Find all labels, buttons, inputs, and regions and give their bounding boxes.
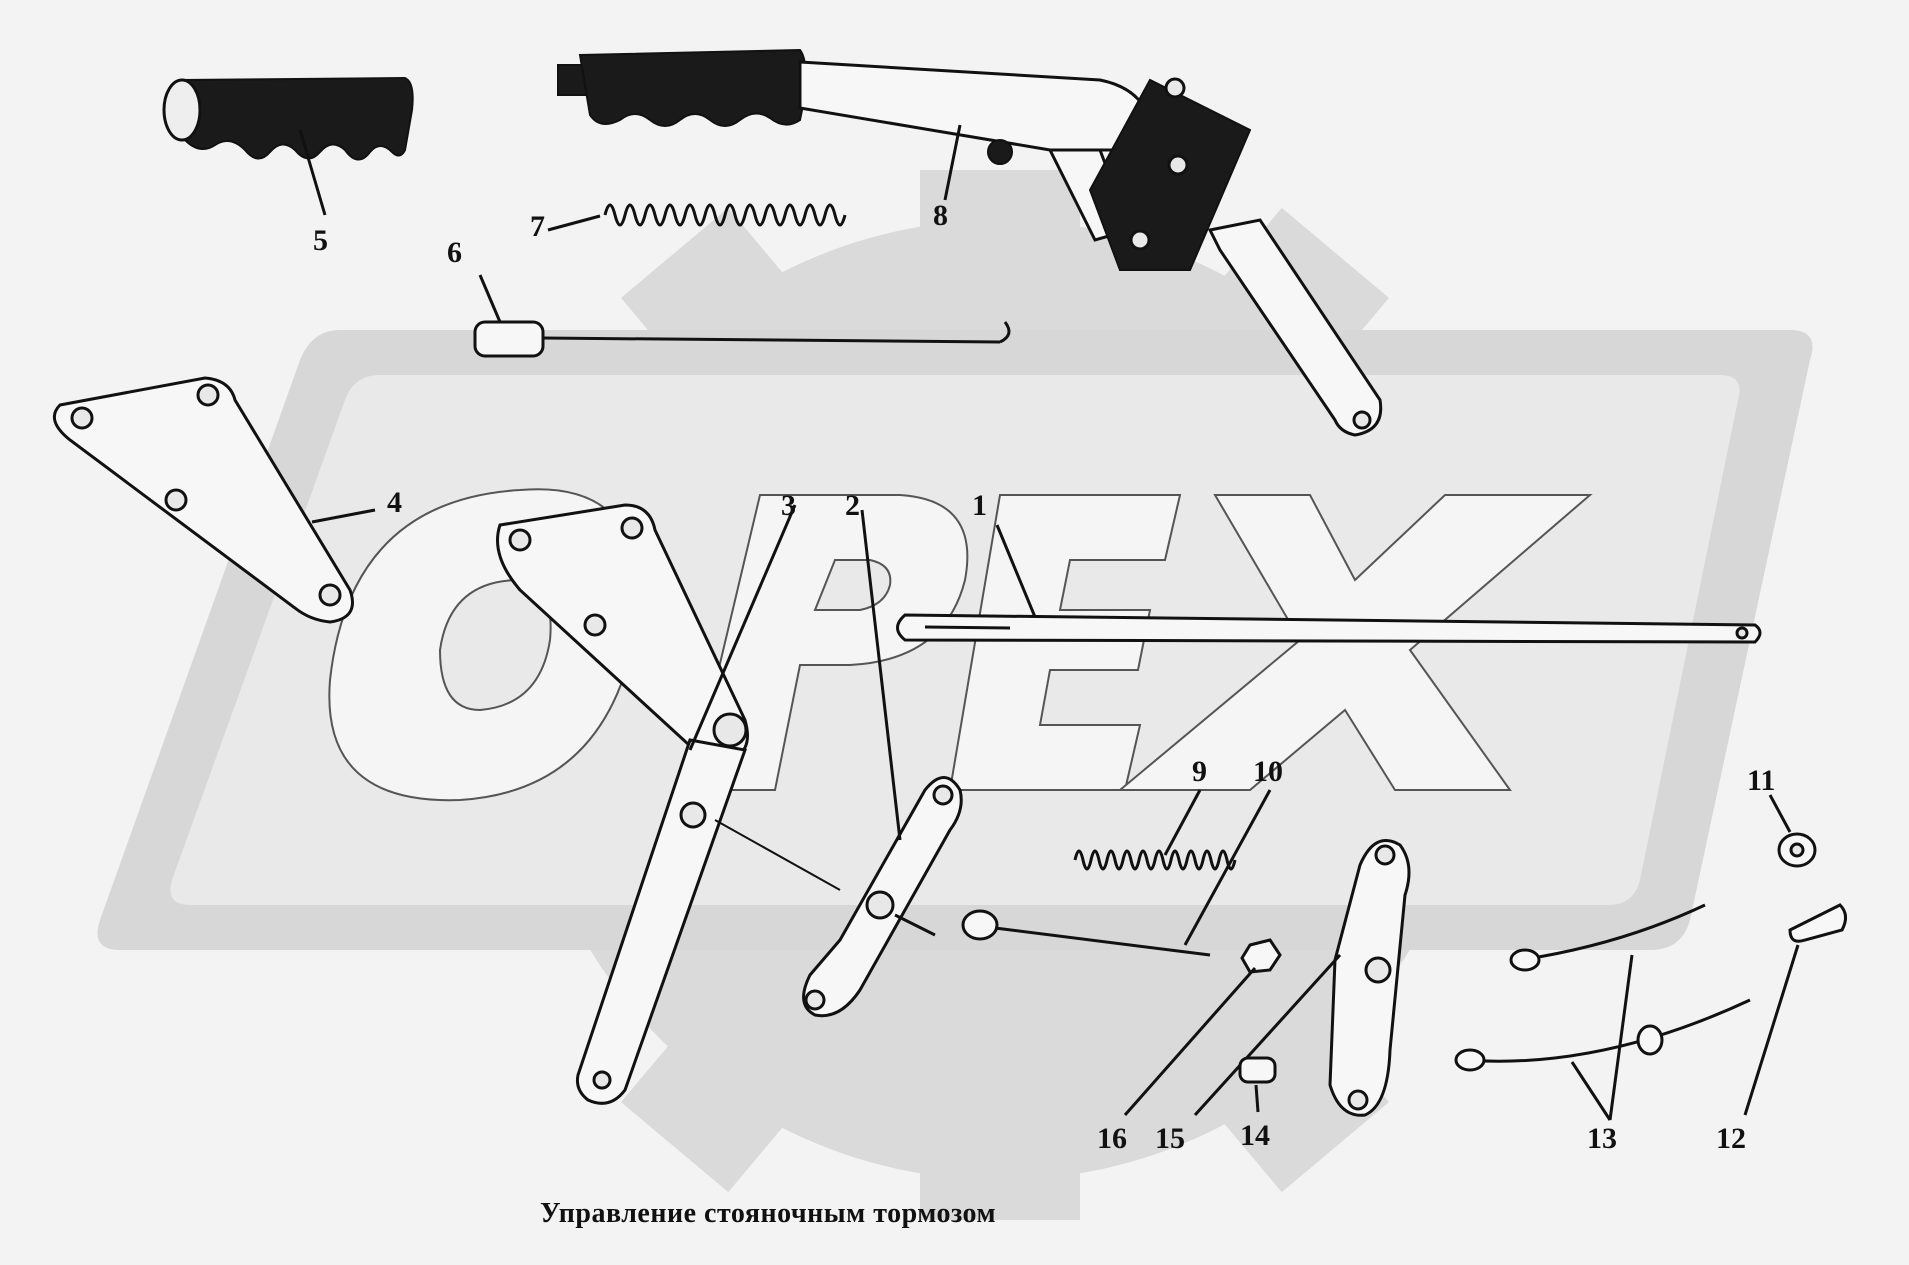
part-2-intermediate-lever [714,509,963,1018]
callout-10: 10 [1253,755,1283,788]
part-13-cables [1454,903,1751,1121]
callout-6: 6 [447,236,462,269]
callout-8: 8 [933,199,948,232]
callout-14: 14 [1240,1119,1270,1152]
part-12-clip [1743,903,1847,1116]
callout-7: 7 [530,210,545,243]
callout-11: 11 [1747,764,1775,797]
callout-9: 9 [1192,755,1207,788]
callout-16: 16 [1097,1122,1127,1155]
callout-13: 13 [1587,1122,1617,1155]
part-10-eye-bolt [961,789,1272,957]
part-8-lever [557,48,1383,437]
part-3-bracket-arm [496,503,797,1105]
callout-5: 5 [313,224,328,257]
part-4-bracket [52,376,376,624]
part-5-handle-grip [162,76,414,216]
callout-3: 3 [781,489,796,522]
part-11-nut [1768,794,1817,868]
callout-4: 4 [387,486,402,519]
callout-labels: 1 2 3 4 5 6 7 8 9 10 11 12 13 14 15 16 [313,199,1775,1155]
callout-12: 12 [1716,1122,1746,1155]
callout-2: 2 [845,489,860,522]
callout-15: 15 [1155,1122,1185,1155]
part-1-rod [896,524,1762,644]
part-7-spring [547,203,847,232]
callout-1: 1 [972,489,987,522]
part-9-spring [1073,789,1237,871]
watermark [97,170,1813,1220]
figure-caption: Управление стояночным тормозом [540,1198,997,1229]
part-6-rod [473,274,1011,358]
part-14-bushing [1238,1056,1277,1113]
part-16-nut [1123,938,1282,1116]
part-15-double-lever [1193,839,1411,1117]
